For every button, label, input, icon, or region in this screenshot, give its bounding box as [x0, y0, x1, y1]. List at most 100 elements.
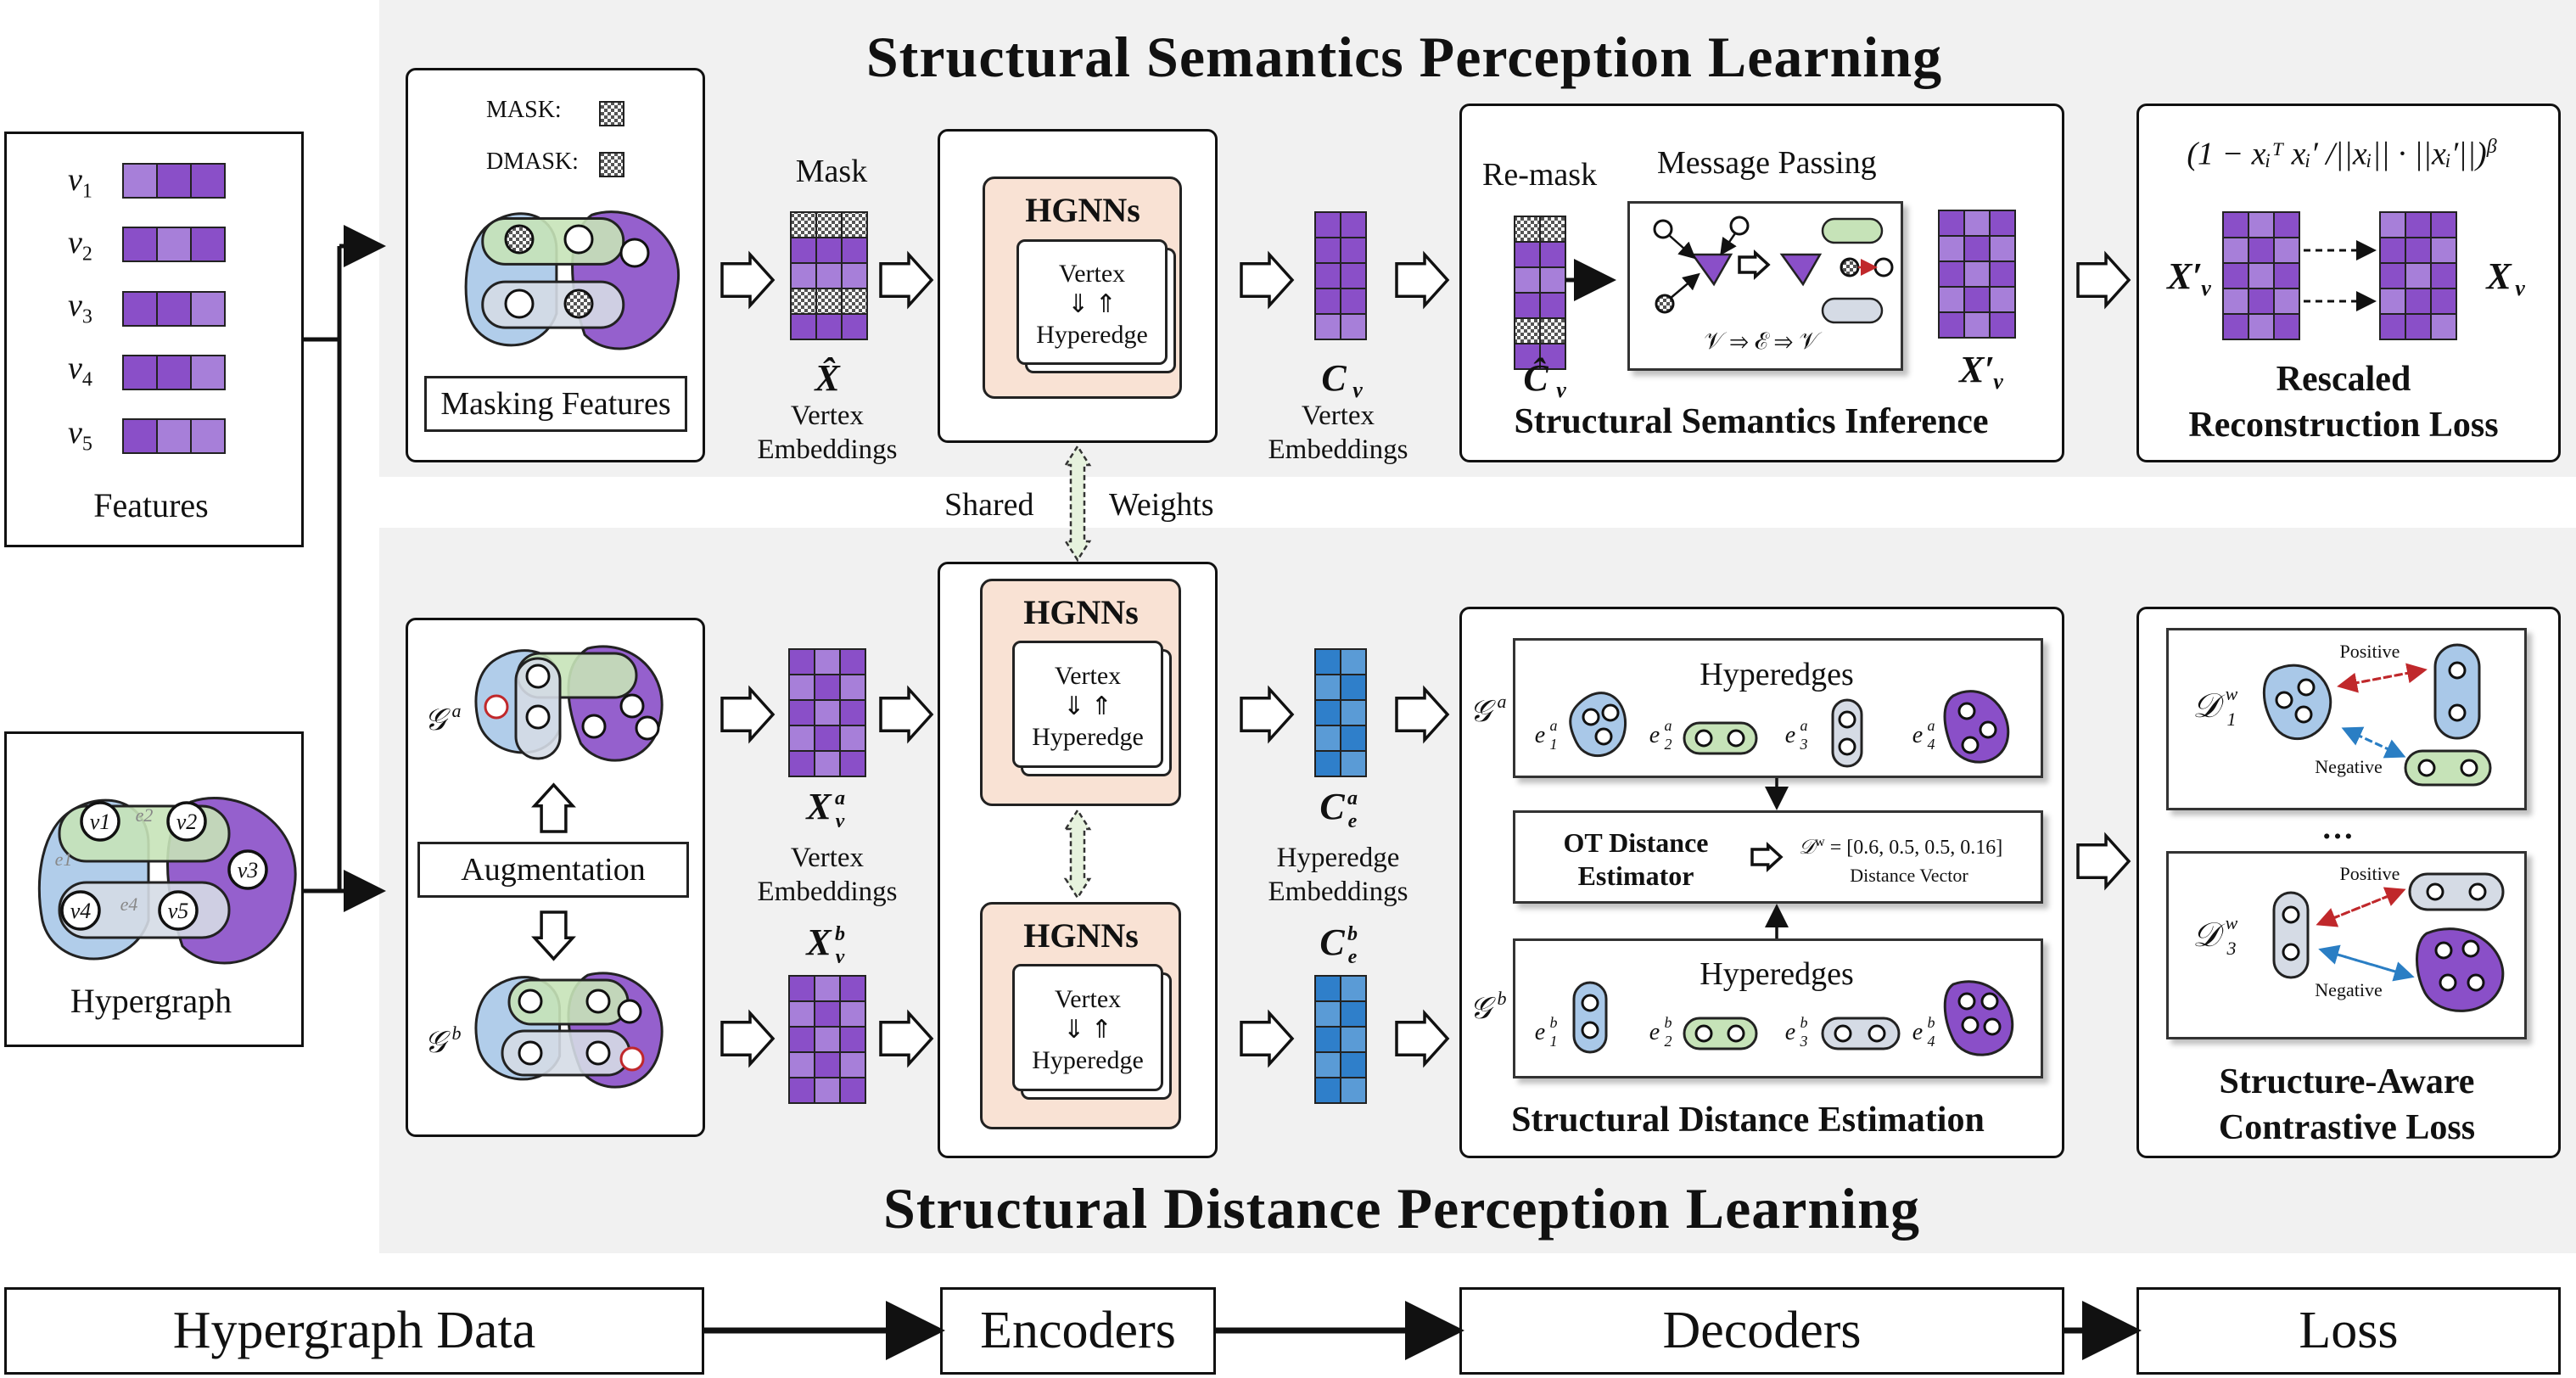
dmask-legend-label: DMASK: [486, 148, 579, 175]
xv-a-sub: v [836, 810, 845, 832]
hgnn-top-card [1016, 239, 1168, 365]
contrastive-pos-arrow-1b [2341, 663, 2428, 687]
xv-b-matrix-cell [814, 1077, 841, 1104]
sde-b-e3-sub: 3 [1800, 1033, 1808, 1050]
xv-b-matrix-cell [839, 1077, 866, 1104]
arrow-decoder-to-loss [2076, 250, 2131, 310]
cv-matrix-cell [1340, 288, 1367, 315]
ce-a-matrix-cell [1314, 725, 1341, 752]
ce-a-matrix-cell [1314, 699, 1341, 726]
feature-bar-2 [122, 227, 226, 262]
hgnn-mid-card [1012, 641, 1163, 768]
sde-b-e1-sub: 1 [1550, 1033, 1558, 1050]
feature-bar-3-cell [122, 291, 158, 327]
loss-xv-matrix-cell [2405, 211, 2432, 238]
xv-a-matrix-cell [788, 674, 815, 701]
sde-a-e1-sup: a [1550, 717, 1558, 734]
remask-matrix-cell [1514, 241, 1541, 268]
xv-b-matrix-cell [839, 975, 866, 1002]
aug-up-arrow [531, 782, 576, 833]
sde-b-edge1 [1572, 981, 1608, 1054]
ce-b-matrix-cell [1340, 1026, 1367, 1053]
masked-embedding-matrix-cell [790, 313, 817, 340]
hgnn-bottom-title: HGNNs [1023, 916, 1139, 955]
contrastive-d1-sub: 1 [2227, 709, 2237, 730]
mp-node-center [1840, 257, 1860, 277]
mp-edge-3 [1720, 232, 1737, 256]
hgnn-mid-card-line2: ⇓ ⇑ [1063, 692, 1112, 720]
xv-b-matrix-cell [788, 1000, 815, 1028]
aug-a-vertex-2 [525, 704, 551, 730]
loss-xv-matrix-cell [2405, 237, 2432, 264]
contrastive-positive-1 [2433, 643, 2481, 740]
mp-node-3 [1729, 216, 1750, 236]
mp-node-2 [1655, 294, 1675, 314]
mp-node-out [1873, 257, 1894, 277]
loss-x-prime-matrix [2222, 211, 2300, 340]
cv-matrix-cell [1340, 262, 1367, 289]
bottom-flow-arrow-1 [720, 685, 776, 744]
x-prime-matrix-cell [1938, 311, 1965, 339]
loss-x-prime-sub: v [2201, 276, 2211, 300]
feature-bar-2-cell [190, 227, 226, 262]
features-panel [4, 132, 304, 547]
xv-b-matrix-cell [839, 1000, 866, 1028]
x-prime-matrix-cell [1989, 235, 2016, 262]
sde-a-e4-v1 [1957, 702, 1976, 720]
bottom-flow-arrow-4 [1395, 685, 1450, 744]
ce-a-matrix-cell [1314, 648, 1341, 675]
contrastive-negative-3-v2 [2461, 939, 2480, 958]
sde-a-e2-sub: 2 [1665, 736, 1672, 753]
hypergraph-edge-label-e1: e1 [55, 849, 73, 870]
mp-grey-edge [1821, 297, 1884, 324]
contrastive-negative-1-v2 [2460, 759, 2478, 777]
aug-b-vertex-5 [617, 999, 642, 1024]
hgnn-bottom-card-line3: Hyperedge [1032, 1046, 1144, 1074]
remask-matrix-cell [1539, 292, 1566, 319]
aug-b-vertex-2 [585, 989, 611, 1014]
contrastive-anchor-3-v2 [2282, 943, 2300, 961]
x-prime-matrix-cell [1938, 210, 1965, 237]
mp-green-edge [1821, 217, 1884, 244]
hgnn-top-card-line2: ⇓ ⇑ [1067, 290, 1117, 318]
contrastive-d1-sup: w [2226, 683, 2238, 704]
cv-matrix-cell [1314, 211, 1341, 238]
xv-b-matrix [788, 975, 866, 1104]
sde-a-e3-sup: a [1800, 717, 1808, 734]
sde-b-edge4 [1943, 980, 2014, 1056]
loss-xv-matrix-cell [2379, 237, 2406, 264]
xv-b-matrix-cell [839, 1051, 866, 1078]
sde-a-e4-v3 [1961, 736, 1980, 754]
cv-matrix-cell [1340, 313, 1367, 340]
sde-ga-symbol: 𝒢 [1470, 694, 1496, 728]
feature-bar-4-cell [156, 355, 192, 390]
aug-b-new-vertex [619, 1046, 645, 1072]
ce-b-matrix-cell [1314, 1051, 1341, 1078]
feature-label-v3: v3 [68, 288, 92, 328]
aug-a-vertex-3 [581, 714, 607, 739]
ce-a-matrix-cell [1314, 674, 1341, 701]
contrastive-negative-3 [2416, 927, 2505, 1012]
ce-a-matrix-cell [1340, 648, 1367, 675]
sde-b-e4-v1 [1957, 992, 1976, 1011]
contrastive-anchor-1-v2 [2297, 678, 2316, 697]
bottom-flow-arrow-7 [1240, 1009, 1295, 1068]
rescaled-loss-title-1: Rescaled [2276, 360, 2411, 399]
feature-bar-1-cell [122, 163, 158, 199]
ce-a-matrix [1314, 648, 1367, 777]
xv-b-matrix-cell [814, 1026, 841, 1053]
dmask-legend-square [599, 152, 624, 177]
remask-matrix-cell [1539, 241, 1566, 268]
sde-a-e1-v2 [1601, 703, 1620, 722]
cv-caption-2: Embeddings [1268, 434, 1408, 465]
ce-b-matrix-cell [1340, 1077, 1367, 1104]
x-prime-matrix-cell [1989, 286, 2016, 313]
hypergraph-edge-label-e4: e4 [120, 893, 138, 915]
distance-vector-caption: Distance Vector [1850, 865, 1968, 886]
masking-features-label: Masking Features [440, 386, 671, 422]
sde-b-e3-e: e [1785, 1019, 1795, 1045]
masking-features-button [424, 376, 687, 432]
xv-b-matrix-cell [814, 1000, 841, 1028]
remask-matrix-cell [1539, 216, 1566, 243]
ce-b-symbol: C [1319, 921, 1345, 963]
